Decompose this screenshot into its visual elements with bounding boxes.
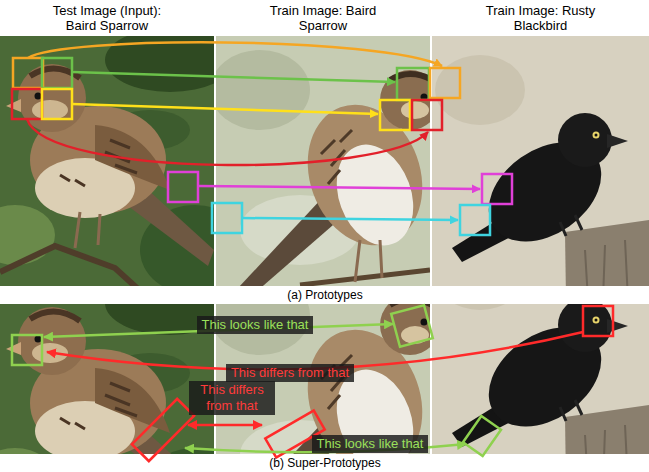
callout-label: This looks like that [312,435,429,453]
patch-box [412,100,442,130]
patch-box [463,416,501,456]
match-arrow [28,42,442,66]
test-photo [0,304,214,454]
callout-label: This differs from that [226,364,354,382]
patch-box [380,100,410,130]
image-panel: Train Image: Baird Sparrow [216,0,430,286]
patch-box [460,205,490,235]
match-arrow [198,186,480,189]
patch-box [430,68,460,98]
image-panel: Test Image (Input): Baird Sparrow [0,0,214,286]
test-photo [0,304,214,454]
train-photo [432,36,649,286]
callout-label: This differs from that [189,381,275,415]
patch-box [42,58,72,88]
train-photo [432,304,649,454]
train-photo [432,36,649,286]
patch-box [212,203,242,233]
match-arrow [72,104,378,114]
match-arrow [27,119,428,165]
image-panel: Train Image: Rusty Blackbird [432,0,649,286]
prototype-boxes [12,58,512,235]
patch-box [42,89,72,119]
super-prototype-marks [12,305,613,461]
match-arrow [242,218,458,220]
patch-box [12,335,42,365]
caption: (b) Super-Prototypes [267,456,382,470]
panel-heading: Test Image (Input): Baird Sparrow [40,3,175,33]
patch-box [13,58,43,88]
callout-label: This looks like that [197,316,314,334]
panel-heading: Train Image: Baird Sparrow [267,3,379,33]
patch-box [482,174,512,204]
patch-box [168,172,198,202]
train-photo [432,304,649,454]
match-arrow [72,72,395,82]
patch-box [397,68,429,100]
panel-heading: Train Image: Rusty Blackbird [485,3,597,33]
prototype-arrows [27,42,480,220]
patch-box [391,305,433,347]
caption: (a) Prototypes [285,288,364,302]
patch-box [12,89,42,119]
difference-arrow [188,424,262,427]
patch-box [132,399,194,461]
patch-box [583,306,613,336]
